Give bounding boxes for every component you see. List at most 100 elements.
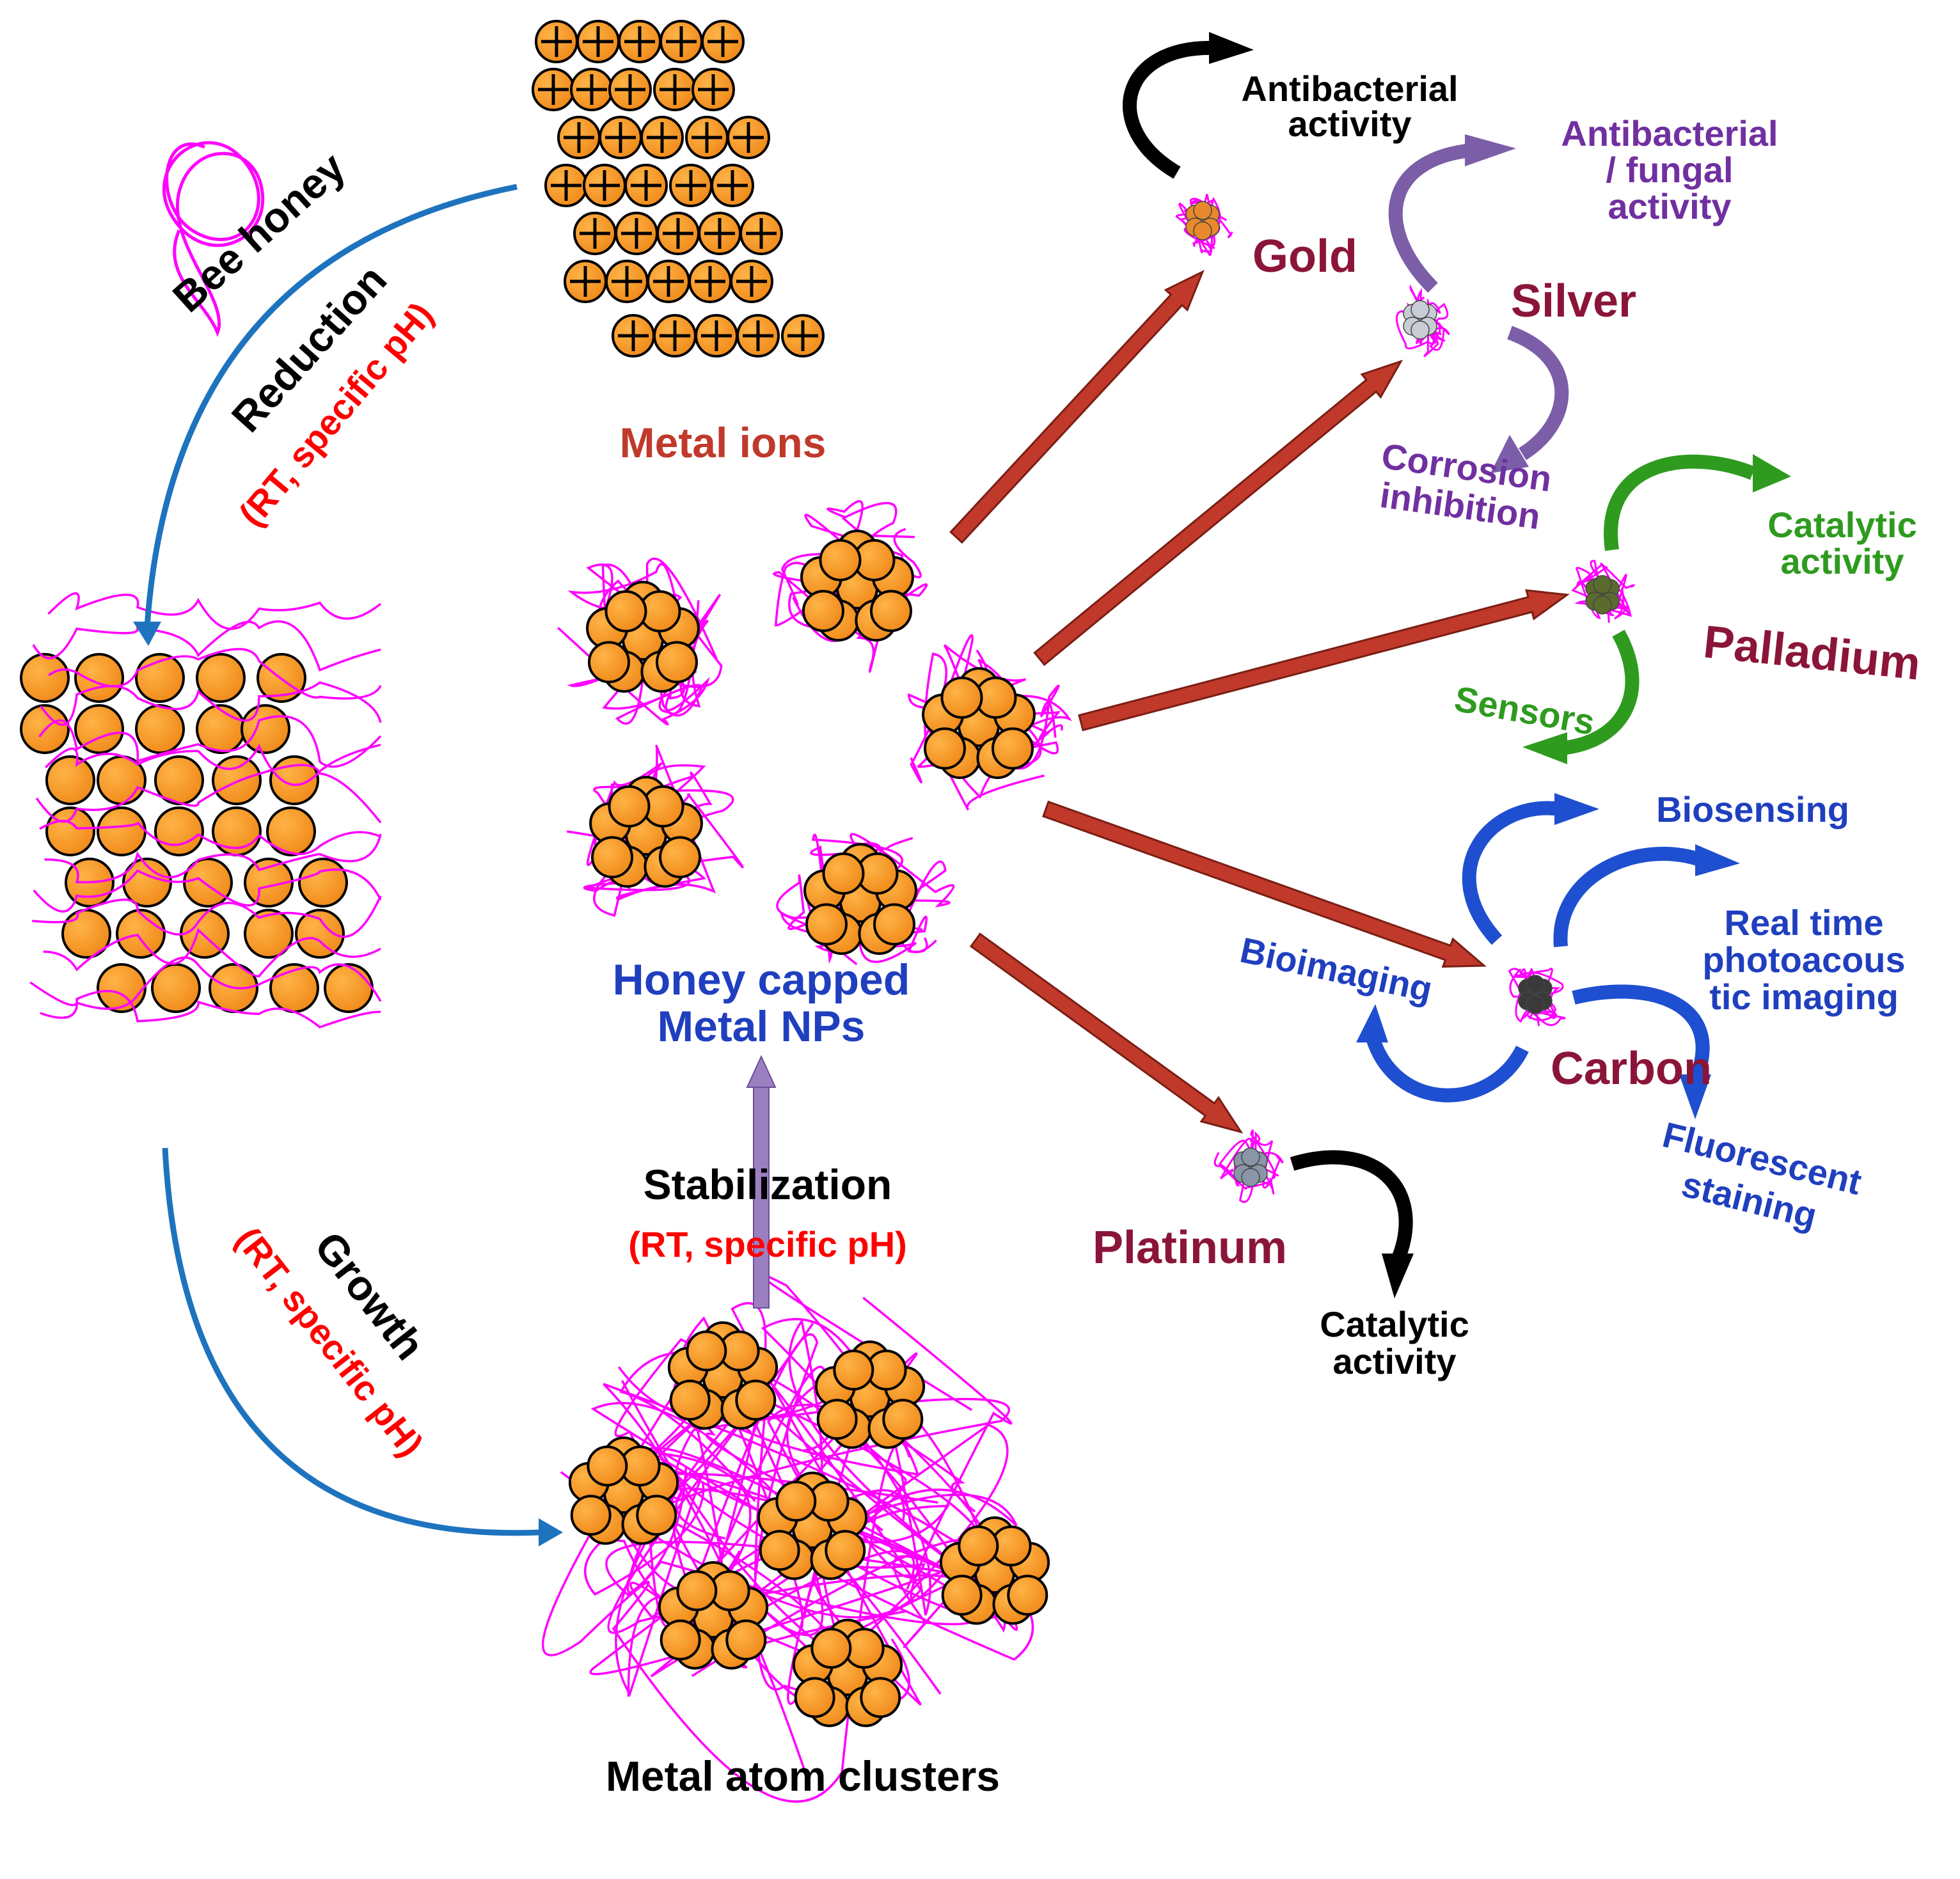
palladium-app1-line2: activity — [1781, 541, 1904, 581]
metal-ion — [653, 68, 697, 111]
metal-np-icons — [1175, 194, 1635, 1203]
metal-atom — [833, 1349, 874, 1391]
honey-strand — [29, 956, 382, 1010]
curved-arrowhead — [1753, 454, 1791, 492]
metal-atom — [686, 1330, 727, 1372]
metal-atom — [810, 1628, 852, 1669]
metal-ion — [656, 212, 700, 255]
curved-arrow-body — [1290, 1150, 1413, 1263]
curved-application-arrows — [1123, 32, 1791, 1298]
honey-strand — [541, 1364, 911, 1803]
metal-ion — [736, 314, 780, 358]
honey-strand — [38, 715, 382, 768]
gold-app-line2: activity — [1288, 104, 1412, 144]
honey-strand — [32, 620, 381, 672]
atom-cluster — [939, 1516, 1050, 1625]
np-core — [1193, 201, 1212, 220]
gold-app-line1: Antibacterial — [1241, 68, 1458, 109]
metal-atom — [819, 539, 862, 581]
honey-strand — [35, 764, 382, 824]
honey-strand — [40, 989, 381, 1029]
metal-ions-grid — [532, 20, 825, 358]
reduced-atom — [298, 858, 348, 908]
curved-arrowhead — [1382, 1254, 1414, 1298]
metal-atom — [923, 727, 966, 770]
arrow-to-silver — [1033, 359, 1403, 666]
metal-ion — [532, 68, 575, 111]
metal-atom — [992, 727, 1034, 770]
metal-atom — [570, 1495, 612, 1536]
metal-atom — [656, 641, 699, 684]
honey-shell — [1509, 968, 1564, 1020]
curved-arrow-body — [1604, 454, 1756, 551]
np-core — [1411, 300, 1430, 319]
curved-arrow-body — [1507, 326, 1569, 460]
stabilization-arrowhead — [746, 1055, 777, 1088]
metal-atom — [940, 676, 983, 719]
reduced-atom — [45, 755, 95, 805]
platinum-app-line2: activity — [1333, 1341, 1457, 1381]
reduction-flow-arrow — [144, 184, 518, 627]
platinum-np-icon — [1213, 1129, 1284, 1203]
reduced-atom — [196, 653, 246, 703]
metal-ion — [599, 116, 642, 159]
metal-atom — [794, 1677, 835, 1718]
metal-atom — [725, 1619, 767, 1661]
arrow-to-gold — [949, 269, 1205, 544]
platinum-app-line1: Catalytic — [1320, 1304, 1469, 1344]
metal-atom — [825, 1530, 866, 1571]
metal-atom — [759, 1530, 800, 1571]
reduced-atom — [244, 909, 294, 959]
metal-ion — [688, 260, 732, 303]
metal-atom — [659, 836, 702, 879]
reduced-atom — [212, 755, 262, 805]
metal-ion — [685, 116, 729, 159]
curved-arrowhead — [1209, 32, 1254, 64]
metal-ion — [695, 314, 738, 358]
metal-atom — [660, 1619, 701, 1661]
honey-capped-nps-label-line2: Metal NPs — [658, 1002, 865, 1051]
np-core — [1193, 221, 1212, 240]
platinum-label: Platinum — [1093, 1222, 1287, 1273]
red-arrow-shape — [949, 269, 1205, 544]
np-core — [1241, 1168, 1260, 1187]
carbon-app2-line2: photoacous — [1702, 940, 1905, 980]
np-core — [1526, 975, 1545, 994]
red-arrow-shape — [1033, 359, 1403, 666]
reduced-atom — [20, 653, 70, 703]
metal-ion — [615, 212, 658, 255]
metal-atom — [669, 1380, 711, 1421]
metal-ion — [698, 212, 741, 255]
atom-cluster — [814, 1340, 926, 1449]
palladium-label: Palladium — [1701, 617, 1923, 690]
reduced-atom — [116, 909, 166, 959]
curved-arrowhead — [1522, 732, 1567, 764]
metal-ion — [583, 164, 626, 207]
curved-arrow-body — [1123, 40, 1216, 179]
curved-arrow-body — [1572, 984, 1710, 1084]
atom-cluster — [658, 1561, 769, 1670]
reduced-atom — [241, 704, 290, 754]
metal-atom — [873, 903, 916, 946]
metal-ions-label: Metal ions — [620, 419, 826, 466]
metal-atom — [958, 1525, 999, 1567]
stabilization-label: Stabilization — [644, 1161, 892, 1208]
metal-ion — [711, 164, 754, 207]
reduced-atom — [154, 806, 204, 856]
gold-label: Gold — [1253, 231, 1357, 282]
palladium-app2: Sensors — [1451, 679, 1598, 743]
reduced-atom — [154, 755, 204, 805]
metal-atom — [870, 590, 913, 633]
np-core — [1593, 595, 1612, 615]
metal-ion — [739, 212, 783, 255]
metal-atom — [860, 1677, 901, 1718]
carbon-app3-arrow — [1356, 1004, 1529, 1103]
arrow-to-platinum — [969, 932, 1244, 1134]
reduced-atom — [244, 858, 294, 908]
metal-atom-clusters-label: Metal atom clusters — [606, 1752, 1000, 1800]
metal-ion — [618, 20, 661, 63]
curved-arrowhead — [1465, 134, 1516, 166]
metal-atom — [608, 785, 651, 828]
